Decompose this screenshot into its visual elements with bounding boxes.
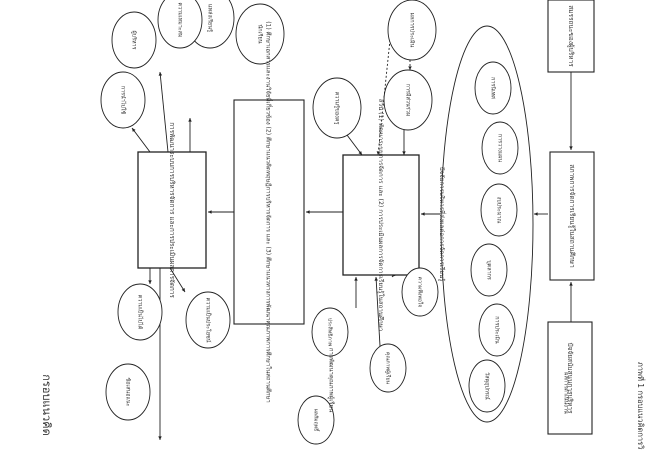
output-circle: [401, 267, 439, 317]
output-circle-label: ผลสัมฤทธิ์: [313, 409, 321, 433]
input-circle-label: ผลการประเมิน: [409, 13, 416, 48]
arrow-dotted-to-center-arrowhead: [376, 151, 381, 155]
factor-circle: [480, 183, 518, 237]
output-circle-label: ประสิทธิภาพ: [327, 318, 334, 347]
eval-circle: [157, 0, 203, 49]
eval-circle-label: ข้อเสนอแนะ: [125, 377, 132, 406]
arrow-left-to-c5: [169, 267, 186, 293]
arrow-bot-to-mid-arrowhead: [569, 282, 573, 286]
factor-circle-label: การนิเทศ: [490, 77, 497, 99]
factor-circle: [481, 121, 519, 175]
input-circle: [387, 0, 437, 61]
factor-circle-label: วัสดุอุปกรณ์: [484, 372, 491, 400]
arrow-tc1-to-center: [346, 134, 363, 156]
big-ellipse-label: ปัจจัยการบริหารที่ส่งผลต่อการจัดการเรียน…: [438, 167, 446, 283]
eval-circle: [117, 283, 163, 341]
output-circle-label: คุณภาพผู้เรียน: [385, 352, 392, 385]
arrow-left-down-arrowhead: [158, 436, 162, 440]
input-circle: [383, 69, 433, 131]
arrow-bc1-to-center-arrowhead: [354, 277, 358, 281]
box-mid-right-label: สภาพการจัดการเรียนรู้ในสถานศึกษา: [568, 164, 576, 268]
eval-circle-label: ความเป็นไปได้: [137, 295, 145, 330]
box-left-label: การพัฒนาระบบการบริหารจัดการ และการประเมิ…: [168, 122, 176, 298]
input-circle-label: ความรู้ของครู: [334, 92, 341, 125]
factor-circle: [470, 243, 508, 297]
input-circle: [235, 3, 285, 65]
input-circle-label: การมีส่วนร่วม: [405, 84, 412, 117]
output-circle-label: ความพึงพอใจ: [417, 277, 424, 308]
arrow-left-to-c2-arrowhead: [158, 72, 163, 76]
arrow-top-to-mid-arrowhead: [569, 146, 573, 150]
factor-circle: [468, 359, 506, 413]
box-center: [342, 154, 420, 276]
output-circle: [297, 395, 335, 445]
factor-circle-label: การประเมิน: [494, 316, 501, 344]
box-top-right-label: สมรรถนะของผู้บริหาร: [567, 5, 575, 67]
note-left: การพัฒนาคุณภาพผู้เรียน: [328, 348, 336, 412]
arrow-left-to-c1: [131, 127, 151, 153]
arrow-bc3-to-center-arrowhead: [374, 277, 378, 281]
box-center-label: ส่วน (1) พัฒนาระบบการจัดการ และ (2) การป…: [377, 99, 385, 332]
box-bot-right-label: ปัจจัยสนับสนุนการบริหาร: [566, 342, 574, 414]
output-circle: [369, 343, 407, 393]
factor-circle-label: งบประมาณ: [496, 197, 503, 224]
arrow-tc1-to-center-arrowhead: [358, 151, 362, 155]
input-circle-label: แหล่งเรียนรู้: [207, 4, 214, 32]
eval-circle-label: ผู้บริหาร: [131, 31, 138, 50]
box-center-long-label: (1) ศึกษาเอกสารและงานวิจัยที่เกี่ยวข้อง …: [265, 21, 273, 403]
output-circle: [311, 307, 349, 357]
connector-layer: [131, 39, 573, 440]
arrow-center-to-long-arrowhead: [306, 210, 310, 214]
shape-layer: สมรรถนะของผู้บริหารสภาพการจัดการเรียนรู้…: [40, 0, 646, 450]
figure-caption: ภาพที่ 1 กรอบแนวคิดการวิจัย: [636, 362, 646, 450]
arrow-ellipse-to-center-arrowhead: [421, 212, 425, 216]
box-left: [137, 151, 207, 269]
arrow-left-to-c2: [159, 71, 169, 153]
arrow-left-to-c4-arrowhead: [148, 280, 152, 284]
eval-circle: [111, 11, 157, 69]
arrow-bc3-to-center: [375, 276, 381, 347]
page-heading: กรอบแนวคิด: [40, 374, 53, 435]
arrow-left-to-c3-arrowhead: [188, 118, 192, 122]
input-circle: [312, 77, 362, 139]
note-bottom: ผลการดำเนินงาน: [563, 372, 570, 414]
eval-circle-label: ความเหมาะสม: [177, 3, 184, 38]
factor-circle-label: การวางแผน: [497, 134, 503, 163]
eval-circle-label: การนำไปใช้: [120, 86, 128, 115]
arrow-tc2-to-center-arrowhead: [402, 151, 406, 155]
arrow-tc3-to-tc2-arrowhead: [408, 66, 412, 70]
box-top-right: [547, 0, 595, 73]
eval-circle: [105, 363, 151, 421]
factor-circle-label: บุคลากร: [486, 260, 492, 280]
factor-circle: [478, 303, 516, 357]
arrow-long-to-left-arrowhead: [208, 210, 212, 214]
box-mid-right: [549, 151, 595, 281]
input-circle-label: นักเรียน: [257, 25, 264, 44]
eval-circle: [185, 291, 231, 349]
arrow-mid-to-ellipse-arrowhead: [534, 212, 538, 216]
box-bot-right: [547, 321, 593, 435]
eval-circle-label: ความเป็นประโยชน์: [205, 298, 213, 343]
factor-circle: [474, 61, 512, 115]
arrow-left-to-c1-arrowhead: [132, 128, 136, 132]
arrow-left-to-c5-arrowhead: [181, 288, 185, 292]
eval-circle: [100, 71, 146, 129]
box-center-long: [233, 99, 305, 325]
